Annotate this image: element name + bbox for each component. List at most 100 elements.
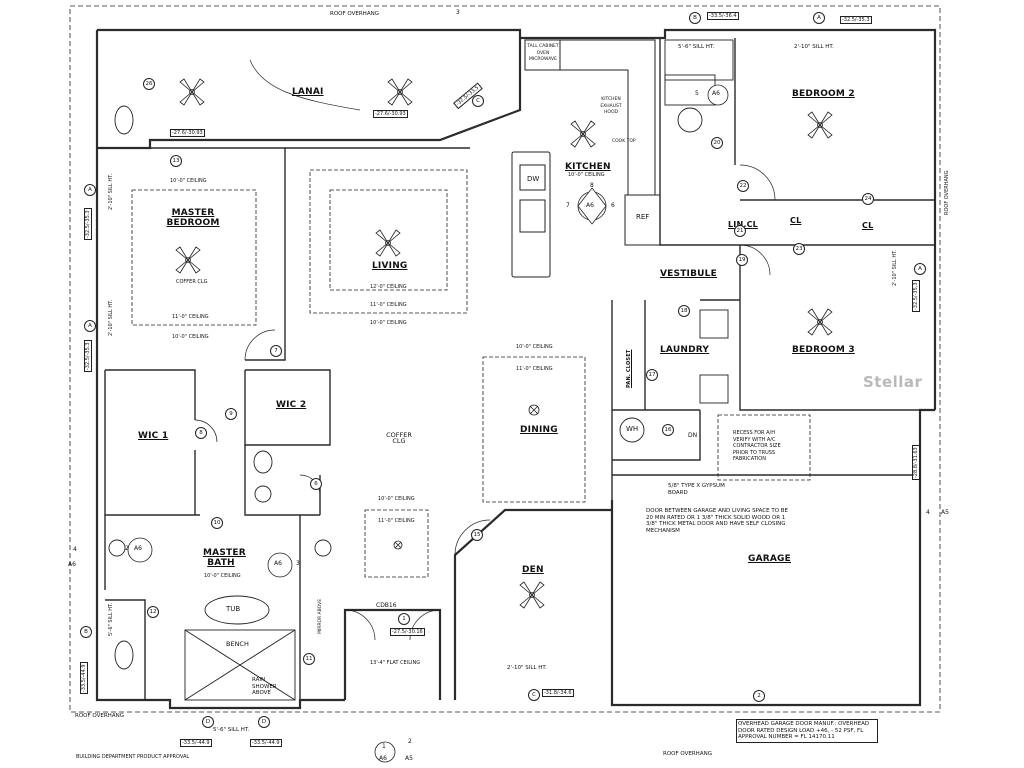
window-letter-tag: A	[813, 12, 825, 24]
section-marker-label: 2	[125, 545, 129, 552]
door-number: 8	[195, 427, 207, 439]
elevation-tag: -33.5/-44.9	[250, 739, 282, 747]
stair-down-label: DN	[688, 432, 698, 439]
section-marker-label: 4	[73, 546, 77, 553]
sill-height-note: 5'-6" SILL HT.	[678, 44, 715, 50]
watermark-logo: Stellar	[863, 373, 923, 391]
room-label-laundry: LAUNDRY	[660, 345, 710, 355]
ceiling-note: 10'-0" CEILING	[172, 334, 209, 340]
room-label-closet-1: CL	[790, 216, 802, 225]
sill-height-note: 2'-10" SILL HT.	[794, 44, 834, 50]
door-number: 23	[793, 243, 805, 255]
section-marker-label: A5	[941, 509, 949, 516]
ceiling-note: COFFER CLG	[386, 431, 412, 445]
section-marker-label: A6	[68, 561, 76, 568]
elevation-tag: -32.5/-35.3	[912, 280, 920, 312]
cook-top-label: COOK TOP	[612, 139, 636, 144]
section-marker-label: A6	[274, 560, 282, 567]
window-letter-tag: A	[84, 320, 96, 332]
door-number: 24	[862, 193, 874, 205]
sill-height-note: 5'-6" SILL HT.	[213, 727, 250, 733]
elevation-tag: -27.6/-30.93	[373, 110, 408, 118]
door-number: 22	[737, 180, 749, 192]
door-number: 18	[678, 305, 690, 317]
ceiling-note: 10'-0" CEILING	[370, 320, 407, 326]
door-number: 6	[310, 478, 322, 490]
room-label-closet-2: CL	[862, 221, 874, 230]
roof-overhang-label: ROOF OVERHANG	[663, 751, 712, 757]
door-number: 12	[147, 606, 159, 618]
door-number: 15	[471, 529, 483, 541]
door-number: 26	[143, 78, 155, 90]
refrigerator-label: REF	[636, 213, 650, 221]
window-letter-tag: A	[914, 263, 926, 275]
section-marker-label: 6	[611, 202, 615, 209]
sill-height-note: 2'-10" SILL HT.	[892, 249, 898, 286]
section-marker-label: 1	[382, 743, 386, 750]
ceiling-note: 12'-0" CEILING	[370, 284, 407, 290]
door-number: 17	[646, 369, 658, 381]
door-number: 10	[211, 517, 223, 529]
sill-height-note: 2'-10" SILL HT.	[108, 299, 114, 336]
section-marker-label: 2	[408, 738, 412, 745]
ceiling-note: 13'-4" FLAT CEILING	[370, 660, 421, 666]
room-label-vestibule: VESTIBULE	[660, 269, 717, 279]
ceiling-note: 11'-0" CEILING	[172, 314, 209, 320]
mirror-label: MIRROR ABOVE	[318, 598, 323, 634]
room-label-pan-closet: PAN. CLOSET	[626, 349, 632, 388]
elevation-tag: -33.5/-36.4	[707, 12, 739, 20]
section-marker-label: A6	[712, 90, 720, 97]
elevation-tag: -32.5/-35.3	[84, 208, 92, 240]
section-marker-label: 7	[566, 202, 570, 209]
section-marker-label: 3	[296, 560, 300, 567]
door-number: 2	[753, 690, 765, 702]
window-letter-tag: C	[472, 95, 484, 107]
room-label-garage: GARAGE	[748, 554, 791, 564]
room-label-dining: DINING	[520, 425, 558, 435]
elevation-tag: -31.8/-34.6	[542, 689, 574, 697]
roof-overhang-line	[69, 5, 941, 713]
elevation-tag: -33.5/-44.9	[80, 662, 88, 694]
garage-door-note: OVERHEAD GARAGE DOOR MANUF.: OVERHEAD DO…	[736, 719, 878, 743]
roof-overhang-label: ROOF OVERHANG	[944, 170, 950, 215]
elevation-tag: -32.5/-35.3	[84, 340, 92, 372]
room-label-bedroom-3: BEDROOM 3	[792, 345, 855, 355]
sill-height-note: 5'-6" SILL HT.	[108, 602, 114, 636]
window-letter-tag: D	[258, 716, 270, 728]
room-label-bedroom-2: BEDROOM 2	[792, 89, 855, 99]
sill-height-note: 2'-10" SILL HT.	[507, 665, 547, 671]
window-letter-tag: D	[202, 716, 214, 728]
section-marker-label: 8	[590, 182, 594, 189]
section-marker-label: 4	[926, 509, 930, 516]
roof-overhang-label: ROOF OVERHANG	[330, 11, 379, 17]
dishwasher-label: DW	[527, 175, 540, 183]
window-letter-tag: C	[528, 689, 540, 701]
roof-overhang-label: ROOF OVERHANG	[75, 713, 124, 719]
tall-cabinet-label: TALL CABINET OVEN MICROWAVE	[527, 44, 559, 62]
elevation-tag: -28.8/-31.63	[912, 445, 920, 480]
tub-label: TUB	[226, 605, 241, 613]
ceiling-note: 10'-0" CEILING	[204, 573, 241, 579]
window-letter-tag: A	[84, 184, 96, 196]
section-marker-label: A6	[134, 545, 142, 552]
window-letter-tag: B	[80, 626, 92, 638]
exhaust-hood-label: KITCHEN EXHAUST HOOD	[600, 97, 622, 115]
ceiling-note: 10'-0" CEILING	[516, 344, 553, 350]
water-heater-label: WH	[626, 425, 639, 433]
cdb-label: CDB16	[376, 602, 397, 609]
room-label-living: LIVING	[372, 261, 408, 271]
door-number: 19	[736, 254, 748, 266]
window-letter-tag: B	[689, 12, 701, 24]
room-label-linen-closet: LIN.CL	[728, 220, 758, 229]
door-number: 11	[303, 653, 315, 665]
sill-height-note: 2'-10" SILL HT.	[108, 173, 114, 210]
kitchen-counters	[511, 39, 661, 278]
ceiling-fans	[175, 78, 833, 609]
room-label-kitchen: KITCHEN	[565, 162, 611, 172]
section-marker-label: A6	[379, 755, 387, 762]
elevation-tag: -27.6/-30.93	[170, 129, 205, 137]
ceiling-note: 11'-0" CEILING	[516, 366, 553, 372]
section-markers	[127, 84, 729, 763]
elevation-tag: -32.5/-35.3	[840, 16, 872, 24]
room-label-wic-1: WIC 1	[138, 431, 169, 441]
